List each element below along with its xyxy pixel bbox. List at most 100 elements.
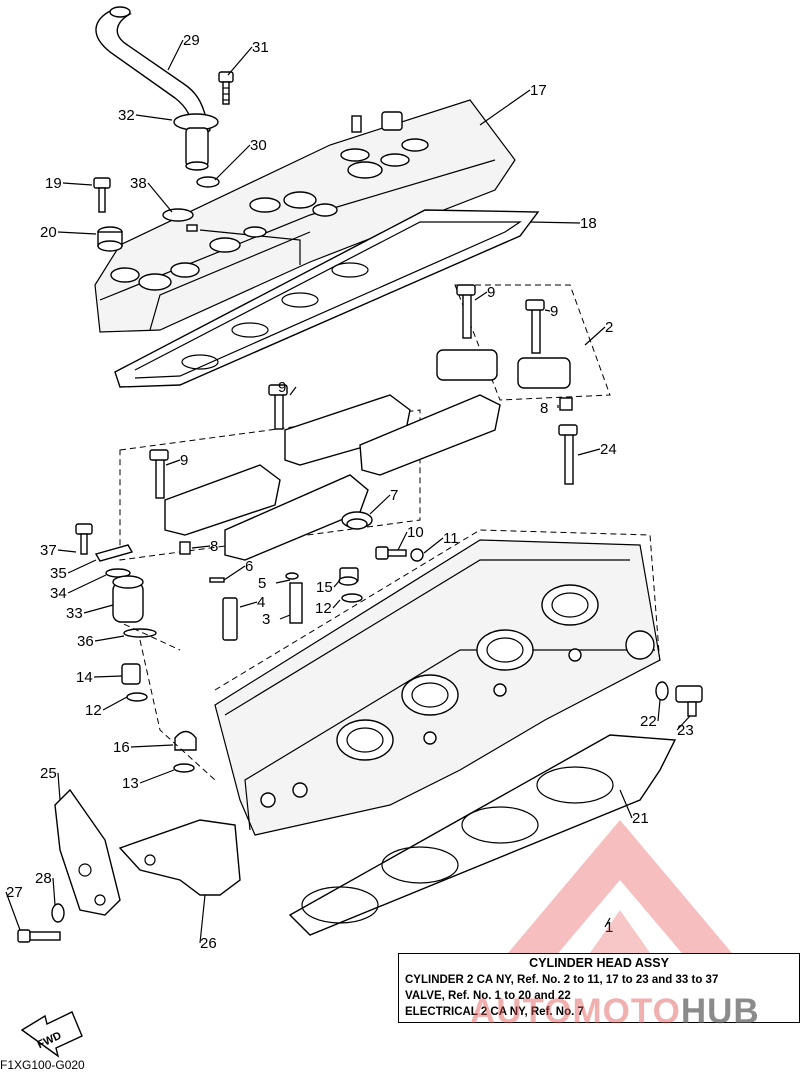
callout-37: 37	[40, 542, 57, 559]
bracket-bolt	[17, 903, 65, 943]
callout-29: 29	[183, 32, 200, 49]
callout-2: 2	[605, 319, 613, 336]
callout-27: 27	[6, 884, 23, 901]
leader-line	[94, 635, 125, 642]
callout-4: 4	[257, 594, 265, 611]
leader-line	[130, 744, 174, 748]
callout-30: 30	[250, 137, 267, 154]
leader-line	[62, 182, 93, 186]
leader-line	[584, 326, 606, 346]
callout-12: 12	[315, 600, 332, 617]
callout-8: 8	[210, 538, 218, 555]
callout-3: 3	[262, 611, 270, 628]
leader-line	[223, 565, 246, 581]
callout-25: 25	[40, 765, 57, 782]
head-gasket	[288, 734, 677, 936]
callout-1: 1	[605, 919, 613, 936]
leader-line	[57, 549, 77, 553]
callout-19: 19	[45, 175, 62, 192]
leader-line	[332, 599, 341, 609]
callout-23: 23	[677, 722, 694, 739]
leader-line	[102, 696, 128, 711]
leader-line	[529, 221, 581, 224]
leader-line	[604, 917, 611, 928]
callout-16: 16	[113, 739, 130, 756]
side-parts	[75, 523, 358, 773]
callout-12: 12	[85, 702, 102, 719]
leader-line	[423, 537, 444, 554]
callout-8: 8	[540, 400, 548, 417]
leader-line	[577, 448, 601, 456]
callout-6: 6	[245, 558, 253, 575]
cam-cap-mid	[149, 384, 501, 561]
leader-line	[147, 182, 173, 213]
leader-line	[239, 601, 258, 608]
fwd-arrow: FWD	[20, 1011, 83, 1058]
callout-21: 21	[632, 810, 649, 827]
head-bracket	[214, 529, 661, 691]
callout-35: 35	[50, 565, 67, 582]
leader-line	[657, 699, 661, 722]
cam-cap-rear	[436, 284, 578, 485]
leader-line	[474, 291, 488, 301]
leader-line	[397, 531, 408, 551]
callout-24: 24	[600, 441, 617, 458]
callout-11: 11	[443, 530, 459, 547]
leader-line	[227, 46, 253, 76]
leader-line	[93, 675, 123, 678]
leader-lines	[5, 39, 691, 944]
leader-line	[289, 386, 297, 396]
watermark-text: AUTOMOTOHUB	[470, 992, 760, 1032]
legend-box: CYLINDER HEAD ASSY CYLINDER 2 CA NY, Ref…	[398, 953, 800, 1023]
leader-line	[139, 769, 175, 784]
grommet	[97, 226, 123, 252]
callout-26: 26	[200, 935, 217, 952]
oil-gallery-bolt	[655, 681, 703, 717]
leader-line	[167, 39, 184, 71]
leader-line	[214, 144, 251, 181]
callout-18: 18	[580, 215, 597, 232]
callout-20: 20	[40, 224, 57, 241]
legend-line-3: ELECTRICAL 2 CA NY, Ref. No. 7	[405, 1006, 584, 1018]
side-bracket	[139, 639, 216, 781]
callout-36: 36	[77, 633, 94, 650]
leader-line	[333, 579, 341, 588]
callout-9: 9	[487, 284, 495, 301]
callout-9: 9	[180, 452, 188, 469]
leader-line	[52, 877, 56, 906]
callout-14: 14	[76, 669, 93, 686]
callout-34: 34	[50, 585, 67, 602]
engine-bracket	[54, 788, 241, 916]
side-bracket-2	[114, 619, 181, 651]
leader-line	[83, 604, 114, 614]
watermark-part-2: HUB	[680, 992, 760, 1031]
callout-15: 15	[316, 579, 333, 596]
leader-line	[191, 545, 211, 549]
callout-32: 32	[118, 107, 135, 124]
callout-33: 33	[66, 605, 83, 622]
leader-line	[279, 614, 291, 620]
leader-line	[275, 579, 291, 584]
cylinder-head-cover	[94, 99, 516, 333]
plug-cap	[341, 511, 373, 530]
breather-hose	[95, 6, 220, 188]
leader-line	[57, 772, 61, 801]
valve-components	[209, 567, 363, 641]
breather-bolt	[218, 71, 234, 105]
leader-line	[479, 89, 531, 126]
cylinder-head	[214, 539, 661, 836]
leader-line	[199, 894, 206, 944]
leader-line	[544, 309, 551, 312]
watermark-part-1: AUTOMOTO	[470, 992, 681, 1031]
callout-31: 31	[252, 39, 269, 56]
callout-9: 9	[550, 303, 558, 320]
leader-line	[165, 459, 181, 466]
callout-17: 17	[530, 82, 547, 99]
legend-title: CYLINDER HEAD ASSY	[529, 956, 669, 970]
callout-28: 28	[35, 870, 52, 887]
leader-line	[369, 494, 391, 515]
legend-line-2: VALVE, Ref. No. 1 to 20 and 22	[405, 990, 571, 1002]
